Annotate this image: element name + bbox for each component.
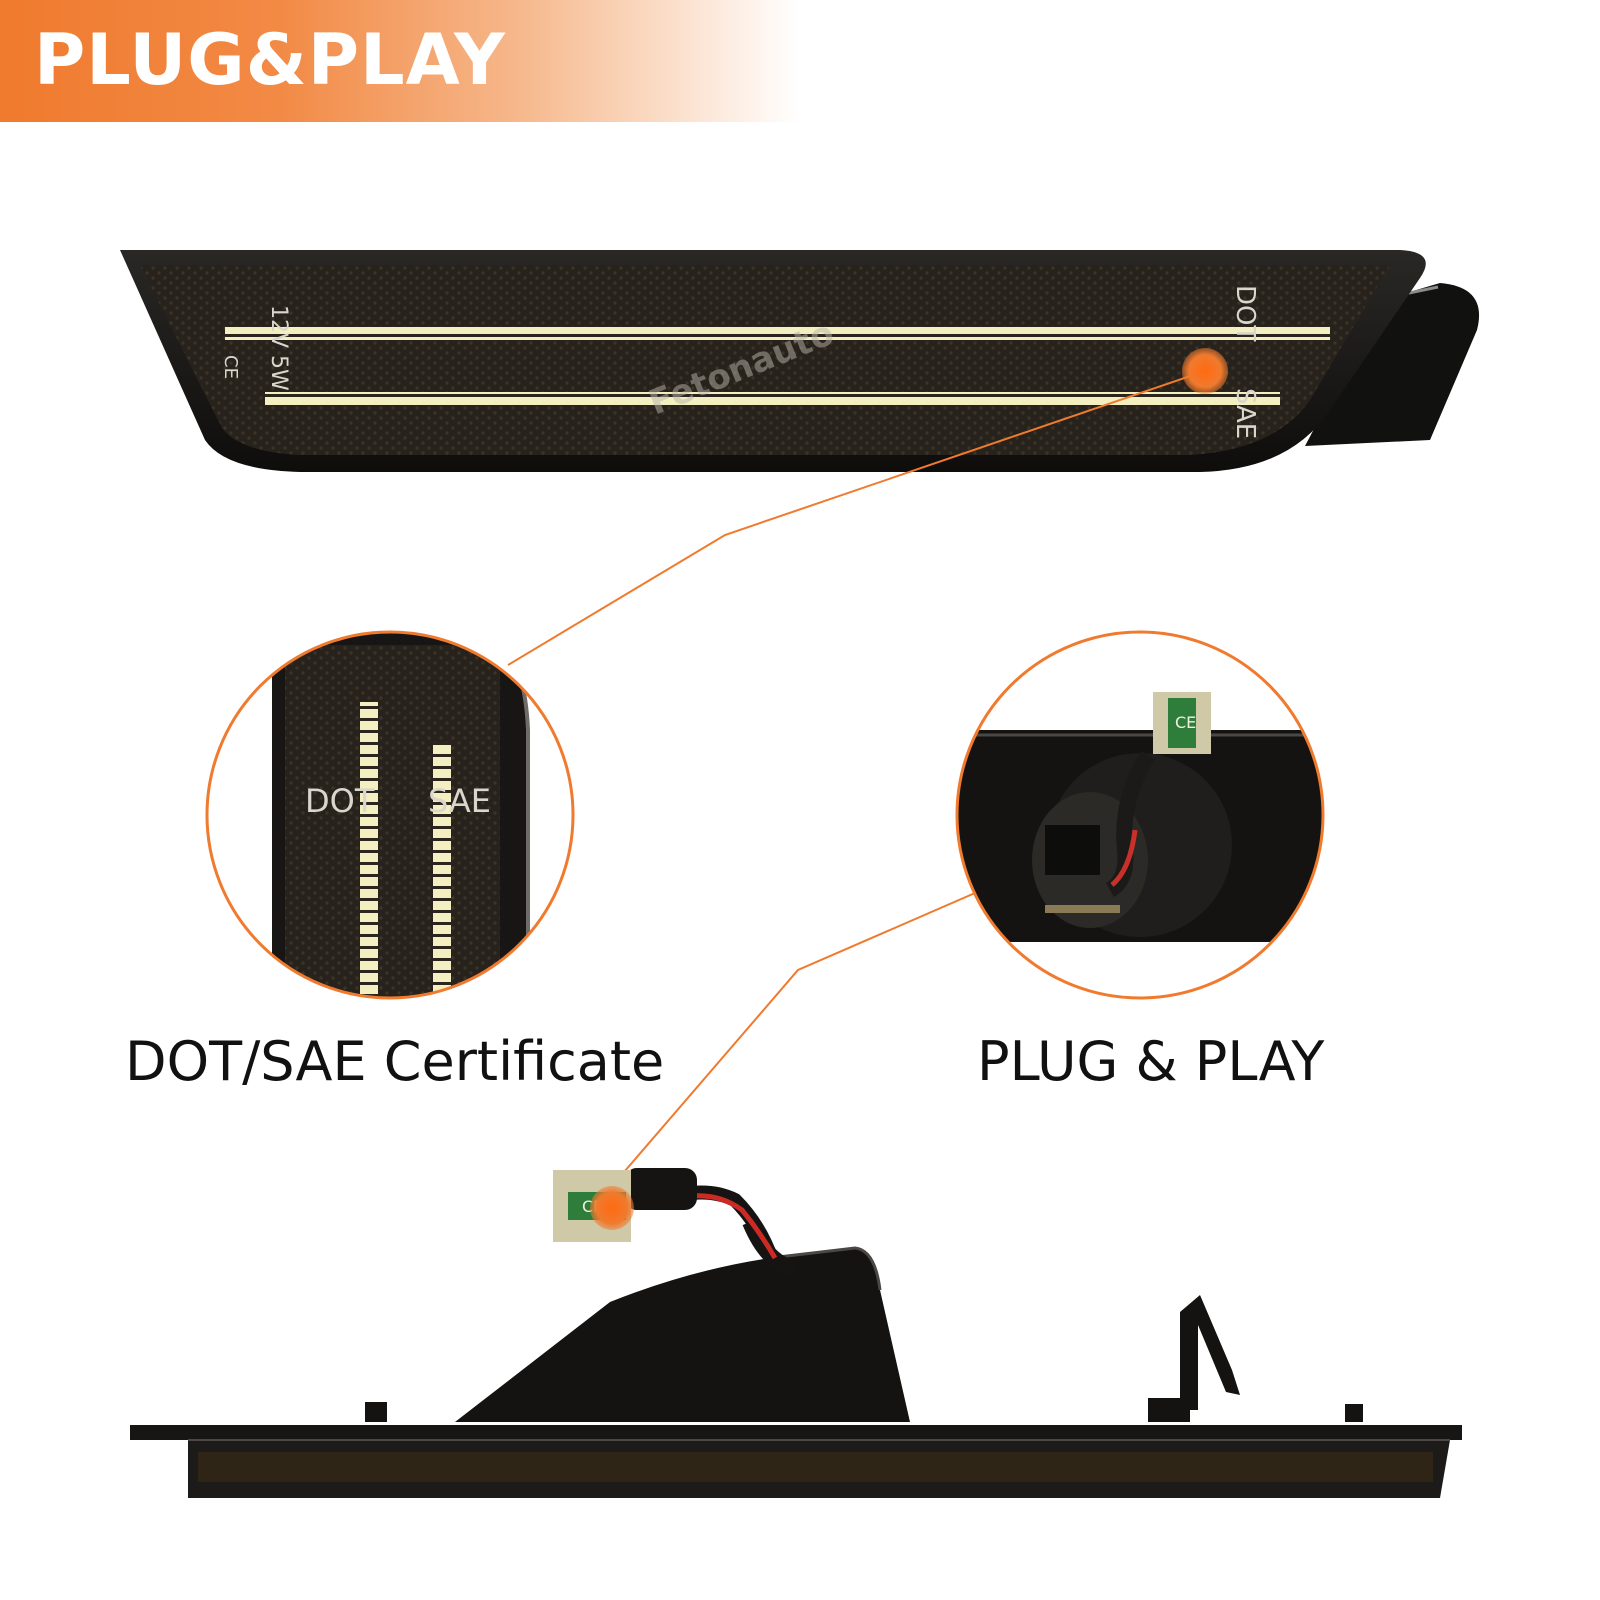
banner-title: PLUG&PLAY bbox=[34, 19, 506, 101]
lamp-base-lens bbox=[198, 1452, 1433, 1482]
lamp-clip bbox=[1180, 1295, 1240, 1410]
plug-and-play-banner: PLUG&PLAY bbox=[0, 0, 800, 122]
callout-marker-connector bbox=[590, 1186, 634, 1230]
detail-circle-dot-sae: DOT SAE bbox=[205, 630, 575, 1000]
lamp-lens bbox=[140, 265, 1390, 455]
detail-led-strip-1 bbox=[360, 702, 378, 998]
connector-boot bbox=[625, 1168, 697, 1210]
side-marker-lamp-top: DOT SAE 12V 5W CE Fetonauto bbox=[120, 250, 1480, 472]
led-strip-lower bbox=[265, 392, 1280, 405]
callout-line-dot-sae bbox=[507, 370, 1206, 666]
detail-dot-marking: DOT bbox=[305, 782, 375, 820]
detail-connector-ce: CE bbox=[1175, 713, 1196, 732]
detail-led-strip-2 bbox=[433, 742, 451, 998]
wire-red bbox=[677, 1193, 778, 1260]
lamp-sae-marking: SAE bbox=[1230, 388, 1260, 439]
lamp-mount-tab bbox=[1305, 283, 1480, 446]
lamp-connector-socket bbox=[455, 1248, 910, 1422]
caption-plug-and-play: PLUG & PLAY bbox=[977, 1030, 1325, 1093]
detail-circle-plug: CE bbox=[955, 630, 1325, 1000]
lamp-base-flange bbox=[130, 1425, 1462, 1440]
lamp-ce-marking: CE bbox=[220, 355, 241, 379]
lamp-voltage-marking: 12V 5W bbox=[266, 305, 291, 391]
lamp-dot-marking: DOT bbox=[1230, 285, 1260, 341]
side-marker-lamp-bottom: CE bbox=[130, 1168, 1462, 1498]
caption-dot-sae: DOT/SAE Certificate bbox=[125, 1030, 665, 1093]
led-strip-upper bbox=[225, 327, 1330, 340]
callout-marker-lamp bbox=[1182, 348, 1228, 394]
detail-sae-marking: SAE bbox=[428, 782, 491, 820]
callout-line-plug bbox=[611, 892, 976, 1187]
